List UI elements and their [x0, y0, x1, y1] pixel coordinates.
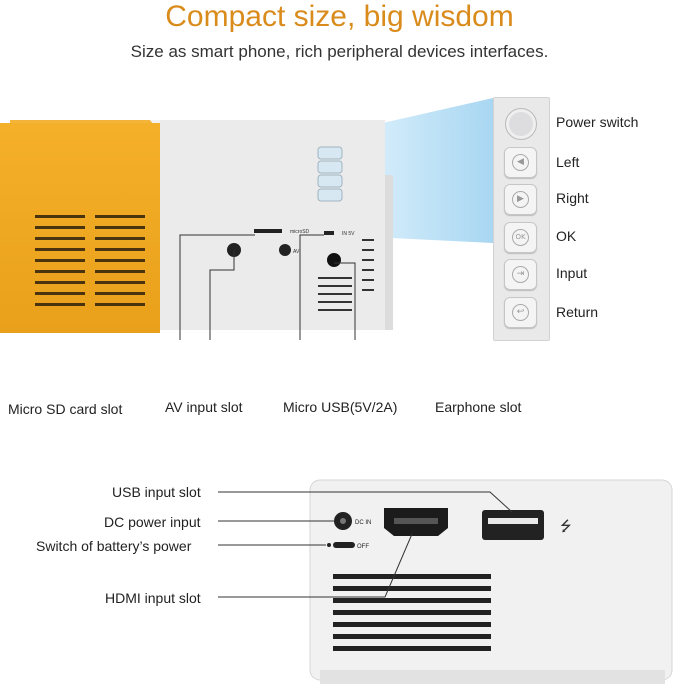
projector-side-view: microSD AV IN 5V: [0, 98, 493, 340]
left-label: Left: [556, 154, 580, 170]
input-icon: ⇥: [512, 266, 529, 283]
micro-sd-slot-label: Micro SD card slot: [8, 401, 123, 417]
power-switch-label: Power switch: [556, 114, 639, 130]
ok-label: OK: [556, 228, 577, 244]
dc-power-input-label: DC power input: [104, 514, 201, 530]
input-button[interactable]: ⇥: [504, 259, 537, 290]
in5v-text: IN 5V: [342, 231, 355, 237]
hdmi-input-slot-label: HDMI input slot: [105, 590, 201, 606]
av-text: AV: [293, 249, 300, 255]
ok-icon: OK: [512, 229, 529, 246]
top-buttons: [317, 146, 343, 202]
return-button[interactable]: ↩: [504, 297, 537, 328]
page-subtitle: Size as smart phone, rich peripheral dev…: [130, 42, 549, 61]
off-text: OFF: [357, 544, 369, 550]
white-vents: [318, 239, 374, 311]
micro-usb-label: Micro USB(5V/2A): [283, 399, 398, 415]
back-leader-lines: [218, 491, 513, 598]
usb-symbol-icon: ⭍: [560, 519, 572, 535]
white-body: [160, 120, 385, 330]
ok-button[interactable]: OK: [504, 222, 537, 253]
page-title: Compact size, big wisdom: [165, 0, 514, 33]
usb-input-slot-label: USB input slot: [112, 484, 201, 500]
earphone-slot-label: Earphone slot: [435, 399, 522, 415]
battery-switch-label: Switch of battery’s power: [36, 538, 192, 554]
microsd-text: microSD: [290, 229, 310, 235]
usb-port: [482, 510, 544, 540]
side-leader-lines: [179, 234, 356, 340]
right-button[interactable]: ▶: [504, 184, 537, 215]
return-icon: ↩: [512, 304, 529, 321]
return-label: Return: [556, 304, 599, 320]
projector-back-view: DC IN OFF ⭍: [218, 479, 673, 684]
dc-in-text: DC IN: [355, 520, 371, 526]
input-label: Input: [556, 265, 588, 281]
right-arrow-icon: ▶: [512, 191, 529, 208]
power-button[interactable]: [505, 108, 537, 140]
yellow-vents: [35, 215, 145, 306]
back-vents: [333, 574, 491, 651]
right-label: Right: [556, 190, 589, 206]
av-input-slot-label: AV input slot: [165, 399, 243, 415]
left-button[interactable]: ◀: [504, 147, 537, 178]
left-arrow-icon: ◀: [512, 154, 529, 171]
